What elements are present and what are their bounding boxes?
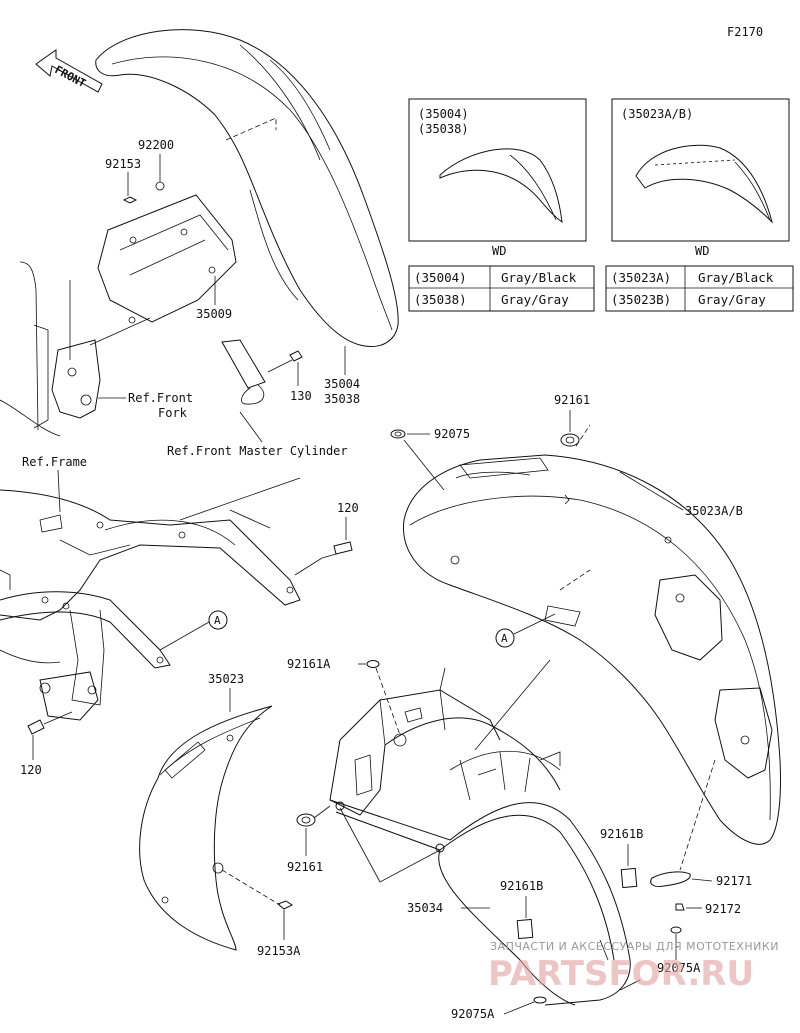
inset-front-code-2: (35038) [418,122,469,136]
front-arrow-label: FRONT [53,63,89,90]
callout-ref-front-master-cylinder: Ref.Front Master Cylinder [167,444,348,458]
callout-92075a-1: 92075A [657,961,701,975]
inner-fender-35023 [139,705,281,951]
bolt-92153-icon [122,181,165,204]
watermark: ЗАПЧАСТИ И АКСЕССУАРЫ ДЛЯ МОТОТЕХНИКИ PA… [488,940,779,994]
inset-rear-row2-code: (35023B) [611,292,671,307]
callout-120-top: 120 [337,501,359,515]
callout-92153-top: 92153 [105,157,141,171]
watermark-line1: ЗАПЧАСТИ И АКСЕССУАРЫ ДЛЯ МОТОТЕХНИКИ [490,940,779,953]
callout-92161b-2: 92161B [500,879,543,893]
front-fork [0,261,101,437]
inset-rear-row1-code: (35023A) [611,270,671,285]
clip-92172-icon [675,903,685,911]
hose-clamp [221,339,303,405]
grommet-92075a-icon-2 [533,996,547,1004]
callout-35034: 35034 [407,901,443,915]
callout-35023: 35023 [208,672,244,686]
callout-35023ab: 35023A/B [685,504,743,518]
frame [0,489,301,721]
callout-130: 130 [290,389,312,403]
svg-text:A: A [214,614,221,627]
callout-120-bottom: 120 [20,763,42,777]
inset-front-color-table: (35004) Gray/Black (35038) Gray/Gray [408,265,595,312]
rear-bracket-35034 [329,689,641,1006]
rear-fender [403,454,781,871]
reference-marker-a-right: A [495,613,556,648]
front-arrow-icon: FRONT [35,49,103,93]
inset-front-row1-code: (35004) [414,270,467,285]
cap-92161a-icon [366,660,380,668]
callout-92161-mid: 92161 [287,860,323,874]
inset-rear-row2-color: Gray/Gray [698,292,766,307]
figure-code: F2170 [727,25,763,39]
callout-92161a: 92161A [287,657,331,671]
cap-92161-mid-icon [296,813,316,827]
callout-92161-top: 92161 [554,393,590,407]
callout-92153a: 92153A [257,944,301,958]
pad-92161b-icon-1 [620,867,638,889]
inset-front-row2-color: Gray/Gray [501,292,569,307]
svg-text:A: A [501,632,508,645]
inset-rear-code-1: (35023A/B) [621,107,693,121]
inset-rear-row1-color: Gray/Black [698,270,774,285]
inset-rear-color-table: (35023A) Gray/Black (35023B) Gray/Gray [605,265,794,312]
callout-92075a-2: 92075A [451,1007,495,1021]
callout-92172: 92172 [705,902,741,916]
callout-ref-front-fork-1: Ref.Front [128,391,193,405]
strap-92171-icon [650,871,691,887]
front-fender [95,29,399,347]
callout-92075: 92075 [434,427,470,441]
inset-rear-fender: (35023A/B) WD [611,98,790,258]
bolt-120-top-icon [321,541,353,559]
grommet-92075a-icon-1 [670,926,682,934]
inset-front-wd: WD [492,244,506,258]
inset-front-row2-code: (35038) [414,292,467,307]
bolt-120-bottom-icon [27,719,45,735]
reference-marker-a-left: A [159,610,228,651]
callout-92161b-1: 92161B [600,827,643,841]
callout-92171: 92171 [716,874,752,888]
grommet-92075-icon [390,429,406,439]
pad-92161b-icon-2 [516,918,534,940]
callout-35004: 35004 [324,377,360,391]
callout-ref-frame: Ref.Frame [22,455,87,469]
fender-bracket-35009 [97,194,237,324]
inset-front-fender: (35004) (35038) WD [408,98,587,258]
cap-92161-icon [560,433,580,447]
watermark-line2: PARTSFOR.RU [488,954,754,994]
inset-front-code-1: (35004) [418,107,469,121]
callout-35009: 35009 [196,307,232,321]
bolt-92153a-icon [277,900,293,910]
callout-92200: 92200 [138,138,174,152]
callout-35038: 35038 [324,392,360,406]
callout-ref-front-fork-2: Fork [158,406,188,420]
inset-front-row1-color: Gray/Black [501,270,577,285]
inset-rear-wd: WD [695,244,709,258]
